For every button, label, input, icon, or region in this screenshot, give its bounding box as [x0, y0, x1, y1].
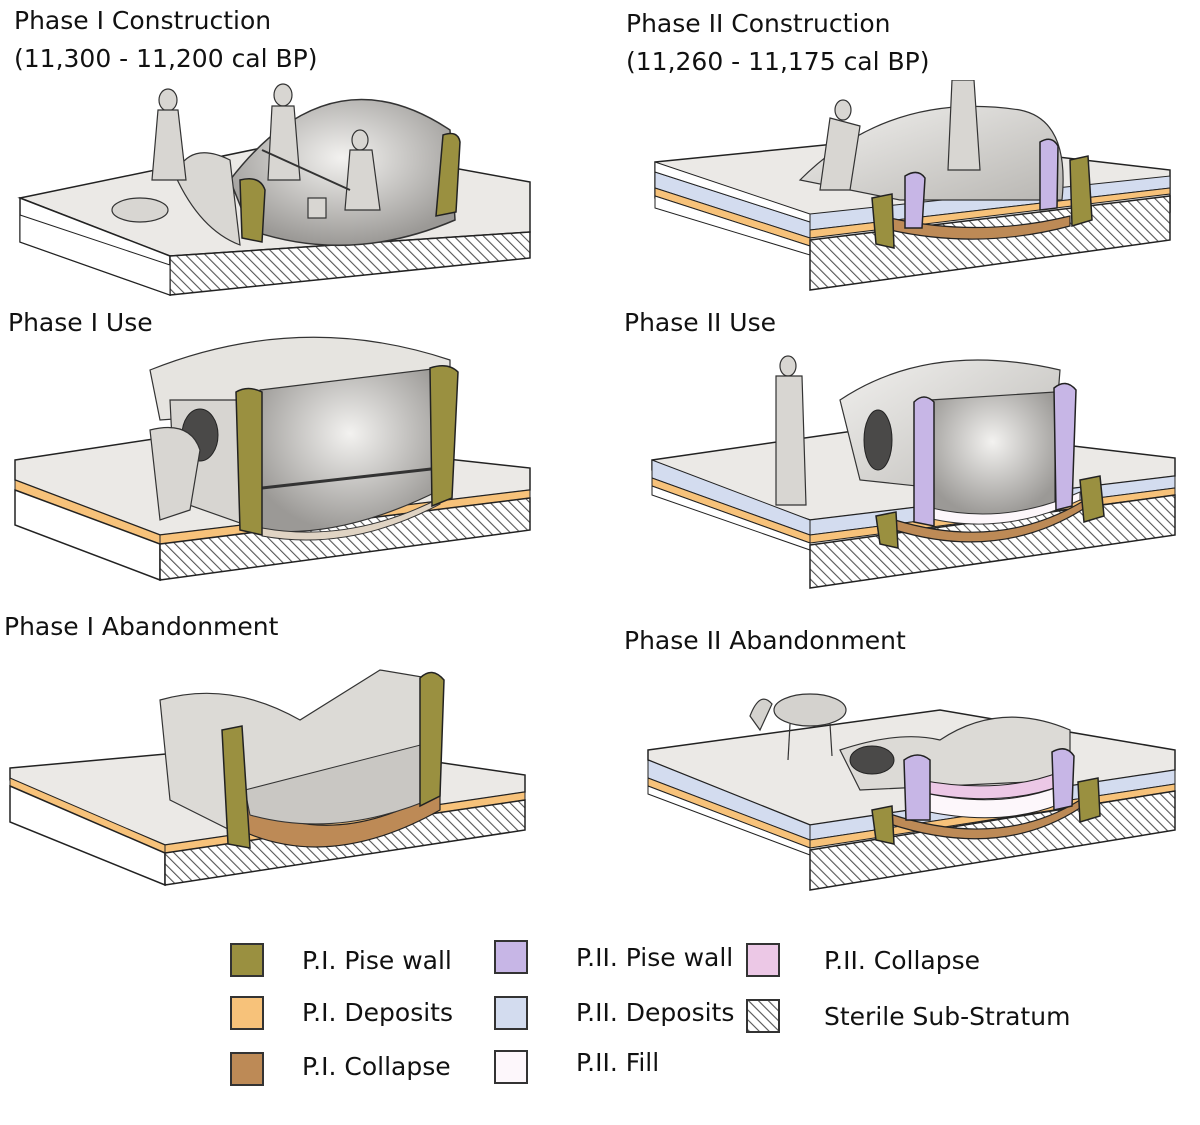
legend-label: P.II. Pise wall [576, 943, 734, 972]
legend-label: Sterile Sub-Stratum [824, 1002, 1071, 1031]
phase-1-collapse [889, 215, 1071, 240]
phase-2-pise-wall [904, 171, 926, 229]
legend-label: P.II. Collapse [824, 946, 981, 975]
phase-1-pise-wall [871, 193, 895, 249]
phase-1-pise-wall [221, 725, 251, 849]
phase-1-pise-wall [235, 387, 263, 536]
phase-1-collapse [261, 497, 441, 541]
phase-1-use-illustration [14, 336, 531, 582]
phase-1-pise-wall [871, 805, 895, 845]
legend-swatch-sterile-substratum [746, 999, 780, 1033]
panel-subtitle: (11,300 - 11,200 cal BP) [14, 44, 318, 73]
legend-swatch-p1-pise-wall [230, 943, 264, 977]
panel-title: Phase I Use [8, 308, 153, 337]
panel-subtitle: (11,260 - 11,175 cal BP) [626, 47, 930, 76]
phase-2-pise-wall [1039, 138, 1059, 211]
legend-label: P.I. Collapse [302, 1052, 451, 1081]
phase-1-pise-wall [435, 132, 461, 217]
legend-label: P.II. Deposits [576, 998, 735, 1027]
phase-1-pise-wall [1069, 155, 1093, 227]
phase-2-fill [919, 491, 1081, 525]
legend-label: P.I. Deposits [302, 998, 453, 1027]
legend-swatch-p1-collapse [230, 1052, 264, 1086]
panel-title: Phase II Use [624, 308, 776, 337]
phase-2-pise-wall [1053, 382, 1077, 511]
phase-2-pise-wall [1051, 748, 1075, 811]
phase-2-construction-illustration [654, 80, 1171, 291]
panel-title: Phase II Abandonment [624, 626, 906, 655]
phase-1-pise-wall [1077, 777, 1101, 823]
legend-swatch-p2-deposits [494, 996, 528, 1030]
panel-title: Phase II Construction [626, 9, 891, 38]
phase-1-pise-wall [239, 178, 266, 243]
legend-label: P.II. Fill [576, 1048, 660, 1077]
panel-title: Phase I Abandonment [4, 612, 279, 641]
phase-2-use-illustration [651, 355, 1176, 589]
phase-2-abandonment-illustration [647, 693, 1176, 891]
phase-1-construction-illustration [17, 83, 531, 297]
legend-swatch-p2-fill [494, 1050, 528, 1084]
phase-1-pise-wall [419, 671, 445, 808]
legend-swatch-p1-deposits [230, 996, 264, 1030]
phase-1-abandonment-illustration [9, 669, 526, 887]
phase-1-pise-wall [429, 365, 459, 508]
legend-swatch-p2-collapse [746, 943, 780, 977]
legend-label: P.I. Pise wall [302, 946, 452, 975]
legend-swatch-p2-pise-wall [494, 940, 528, 974]
phase-2-pise-wall [903, 754, 931, 821]
phase-1-pise-wall [1079, 475, 1105, 523]
panel-title: Phase I Construction [14, 6, 272, 35]
phase-1-pise-wall [875, 511, 899, 549]
phase-2-pise-wall [913, 396, 935, 527]
